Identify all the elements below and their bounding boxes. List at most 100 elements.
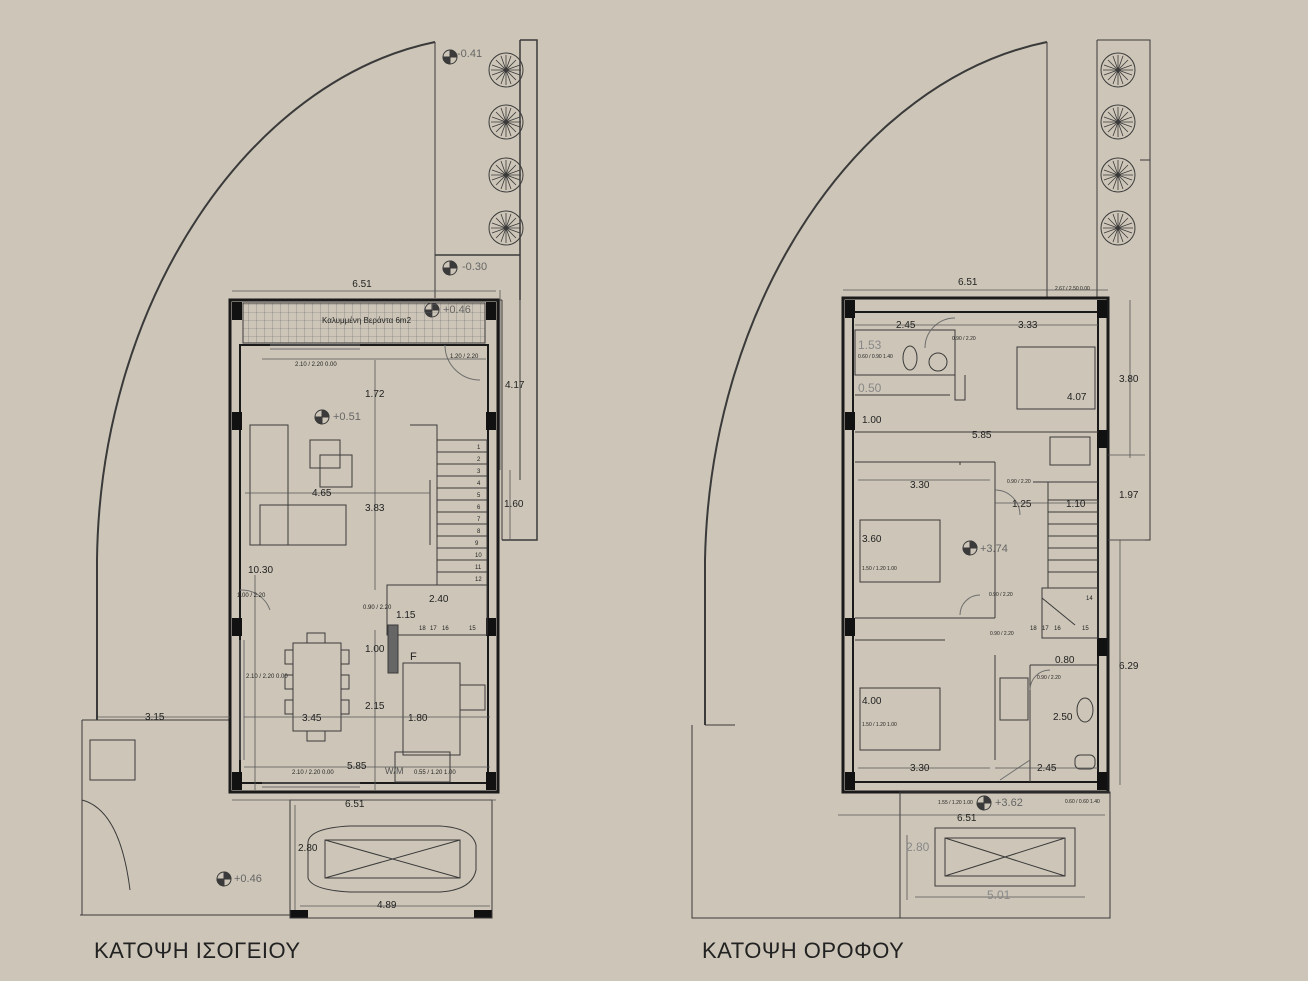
kitchen-mark: F — [410, 651, 417, 663]
upper-stair-numbers: 18 17 16 15 14 — [1030, 596, 1093, 632]
tree-icon — [1100, 52, 1136, 88]
level-marker-icon — [442, 49, 458, 65]
dim-dining: 3.45 — [302, 713, 322, 724]
level-marker-icon — [442, 260, 458, 276]
dim-wc: 1.15 — [396, 610, 416, 621]
level-living: +0.51 — [333, 411, 361, 423]
dim-width-bottom: 6.51 — [957, 813, 977, 824]
dim-bath2: 0.80 — [1055, 655, 1075, 666]
dim-stair: 1.10 — [1066, 499, 1086, 510]
dining-table — [284, 632, 350, 742]
tree-icon — [1100, 210, 1136, 246]
sofa — [249, 424, 353, 546]
bed-2 — [859, 519, 941, 583]
opening-bottom-small: 0.55 / 1.20 1.00 — [414, 770, 456, 776]
stair-number: 6 — [477, 505, 481, 511]
stair-number: 16 — [442, 626, 449, 632]
structural-columns — [232, 302, 496, 918]
opening-bed3-window: 1.50 / 1.20 1.00 — [862, 722, 897, 728]
dim-hall: 1.00 — [365, 644, 385, 655]
opening-bed3-door: 0.90 / 2.20 — [990, 631, 1014, 637]
dim-corridor-width: 5.85 — [972, 430, 992, 441]
level-veranda: +0.46 — [443, 304, 471, 316]
level-path: -0.30 — [462, 261, 487, 273]
ground-house-outline — [228, 298, 500, 794]
stair-number: 5 — [477, 493, 481, 499]
veranda-label: Καλυμμένη Βεράντα 6m2 — [322, 316, 412, 325]
dim-stair-width: 2.40 — [429, 594, 449, 605]
ground-floor-labels: 6.51 Καλυμμένη Βεράντα 6m2 -0.41 -0.30 +… — [145, 48, 525, 911]
ground-floor-title: ΚΑΤΟΨΗ ΙΣΟΓΕΙΟΥ — [94, 938, 301, 963]
dim-bed2-width: 3.30 — [910, 480, 930, 491]
dim-kitchen-width: 1.80 — [408, 713, 428, 724]
dim-bath2-depth: 2.50 — [1053, 712, 1073, 723]
dim-width-top: 6.51 — [352, 279, 372, 290]
tree-icon — [488, 157, 524, 193]
stair-number: 18 — [419, 626, 426, 632]
level-top: -0.41 — [457, 48, 482, 60]
stair-number: 2 — [477, 457, 481, 463]
level-yard: +0.46 — [234, 873, 262, 885]
dim-wc-depth: 1.00 — [862, 415, 882, 426]
dim-bath-width: 2.45 — [896, 320, 916, 331]
level-marker-icon — [962, 540, 978, 556]
dim-inner-width: 5.85 — [347, 761, 367, 772]
site-boundary — [96, 41, 436, 720]
stair-number: 18 — [1030, 626, 1037, 632]
stair-number: 7 — [477, 517, 481, 523]
staircase — [410, 424, 488, 586]
bed-3 — [859, 687, 941, 751]
covered-veranda — [242, 302, 486, 344]
stair-number: 1 — [477, 445, 481, 451]
structural-columns — [845, 300, 1107, 790]
dim-right-mid: 1.60 — [504, 499, 524, 510]
opening-balcony-door: 1.55 / 1.20 1.00 — [938, 800, 973, 806]
tree-icon — [488, 210, 524, 246]
level-marker-icon — [216, 871, 232, 887]
kitchen-island — [402, 662, 461, 756]
stair-number: 14 — [1086, 596, 1093, 602]
dim-bed2-depth: 3.60 — [862, 534, 882, 545]
tree-icon — [488, 52, 524, 88]
opening-hall-door: 0.90 / 2.20 — [989, 592, 1013, 598]
dim-room-depth: 1.72 — [365, 389, 385, 400]
opening-wc-door: 0.90 / 2.20 — [363, 605, 392, 611]
dim-right-upper: 4.17 — [505, 380, 525, 391]
dim-kitchen: 2.15 — [365, 701, 385, 712]
ground-stair-numbers: 1 2 3 4 5 6 7 8 9 10 11 12 18 17 16 15 — [419, 445, 482, 632]
dim-right-total: 6.29 — [1119, 661, 1139, 672]
dim-parking-width: 4.89 — [377, 900, 397, 911]
opening-top-right: 2.67 / 2.50 0.00 — [1055, 286, 1090, 292]
dim-width-top: 6.51 — [958, 277, 978, 288]
opening-bath-door: 0.90 / 2.20 — [952, 336, 976, 342]
level-hall: +3.74 — [980, 543, 1008, 555]
level-marker-icon — [314, 409, 330, 425]
level-marker-icon — [976, 795, 992, 811]
opening-bed2-window: 1.50 / 1.20 1.00 — [862, 566, 897, 572]
stair-number: 8 — [477, 529, 481, 535]
dim-bed1-width: 3.33 — [1018, 320, 1038, 331]
first-floor-title: ΚΑΤΟΨΗ ΟΡΟΦΟΥ — [702, 938, 905, 963]
dim-side: 3.15 — [145, 712, 165, 723]
dim-bath2-width: 2.45 — [1037, 763, 1057, 774]
site-boundary — [704, 41, 1048, 725]
stair-number: 4 — [477, 481, 481, 487]
dim-balcony-depth: 2.80 — [906, 840, 930, 854]
bathroom-top — [854, 329, 956, 376]
level-balcony: +3.62 — [995, 797, 1023, 809]
stair-number: 15 — [1082, 626, 1089, 632]
dim-balcony-width: 5.01 — [987, 888, 1011, 902]
opening-top-window: 2.10 / 2.20 0.00 — [295, 362, 337, 368]
dim-wc-small: 0.50 — [858, 381, 882, 395]
dim-bath-top: 1.53 — [858, 338, 882, 352]
dim-right-mid: 1.97 — [1119, 490, 1139, 501]
wm-mark: W/M — [385, 766, 404, 776]
stair-number: 11 — [475, 565, 482, 571]
tree-icon — [488, 104, 524, 140]
stair-number: 3 — [477, 469, 481, 475]
opening-left-window: 2.10 / 2.20 0.00 — [246, 674, 288, 680]
opening-bed2-door: 0.90 / 2.20 — [1007, 479, 1031, 485]
ground-floor-plan — [80, 39, 538, 919]
opening-door-top-right: 1.20 / 2.20 — [450, 354, 479, 360]
